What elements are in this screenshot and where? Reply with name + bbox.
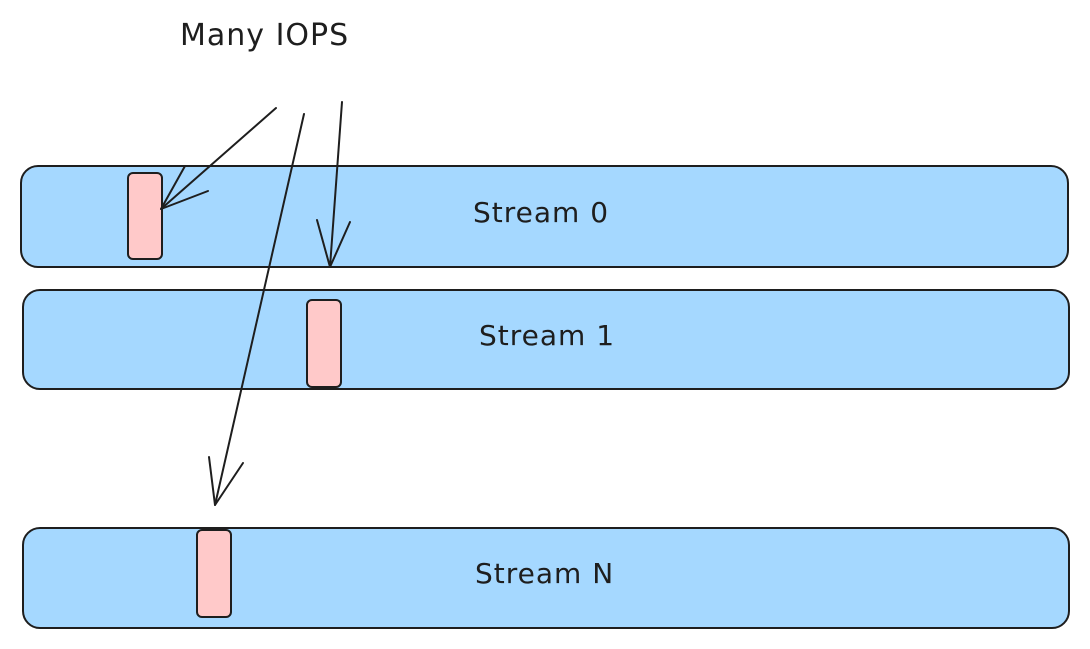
stream-1-label: Stream 1 xyxy=(479,319,616,352)
io-block-stream-0 xyxy=(127,172,163,260)
io-block-stream-1 xyxy=(306,299,342,388)
io-block-stream-n xyxy=(196,529,232,618)
stream-1-bar xyxy=(22,289,1070,390)
stream-n-label: Stream N xyxy=(475,557,615,590)
diagram-title: Many IOPS xyxy=(180,18,350,53)
stream-0-label: Stream 0 xyxy=(473,196,610,229)
